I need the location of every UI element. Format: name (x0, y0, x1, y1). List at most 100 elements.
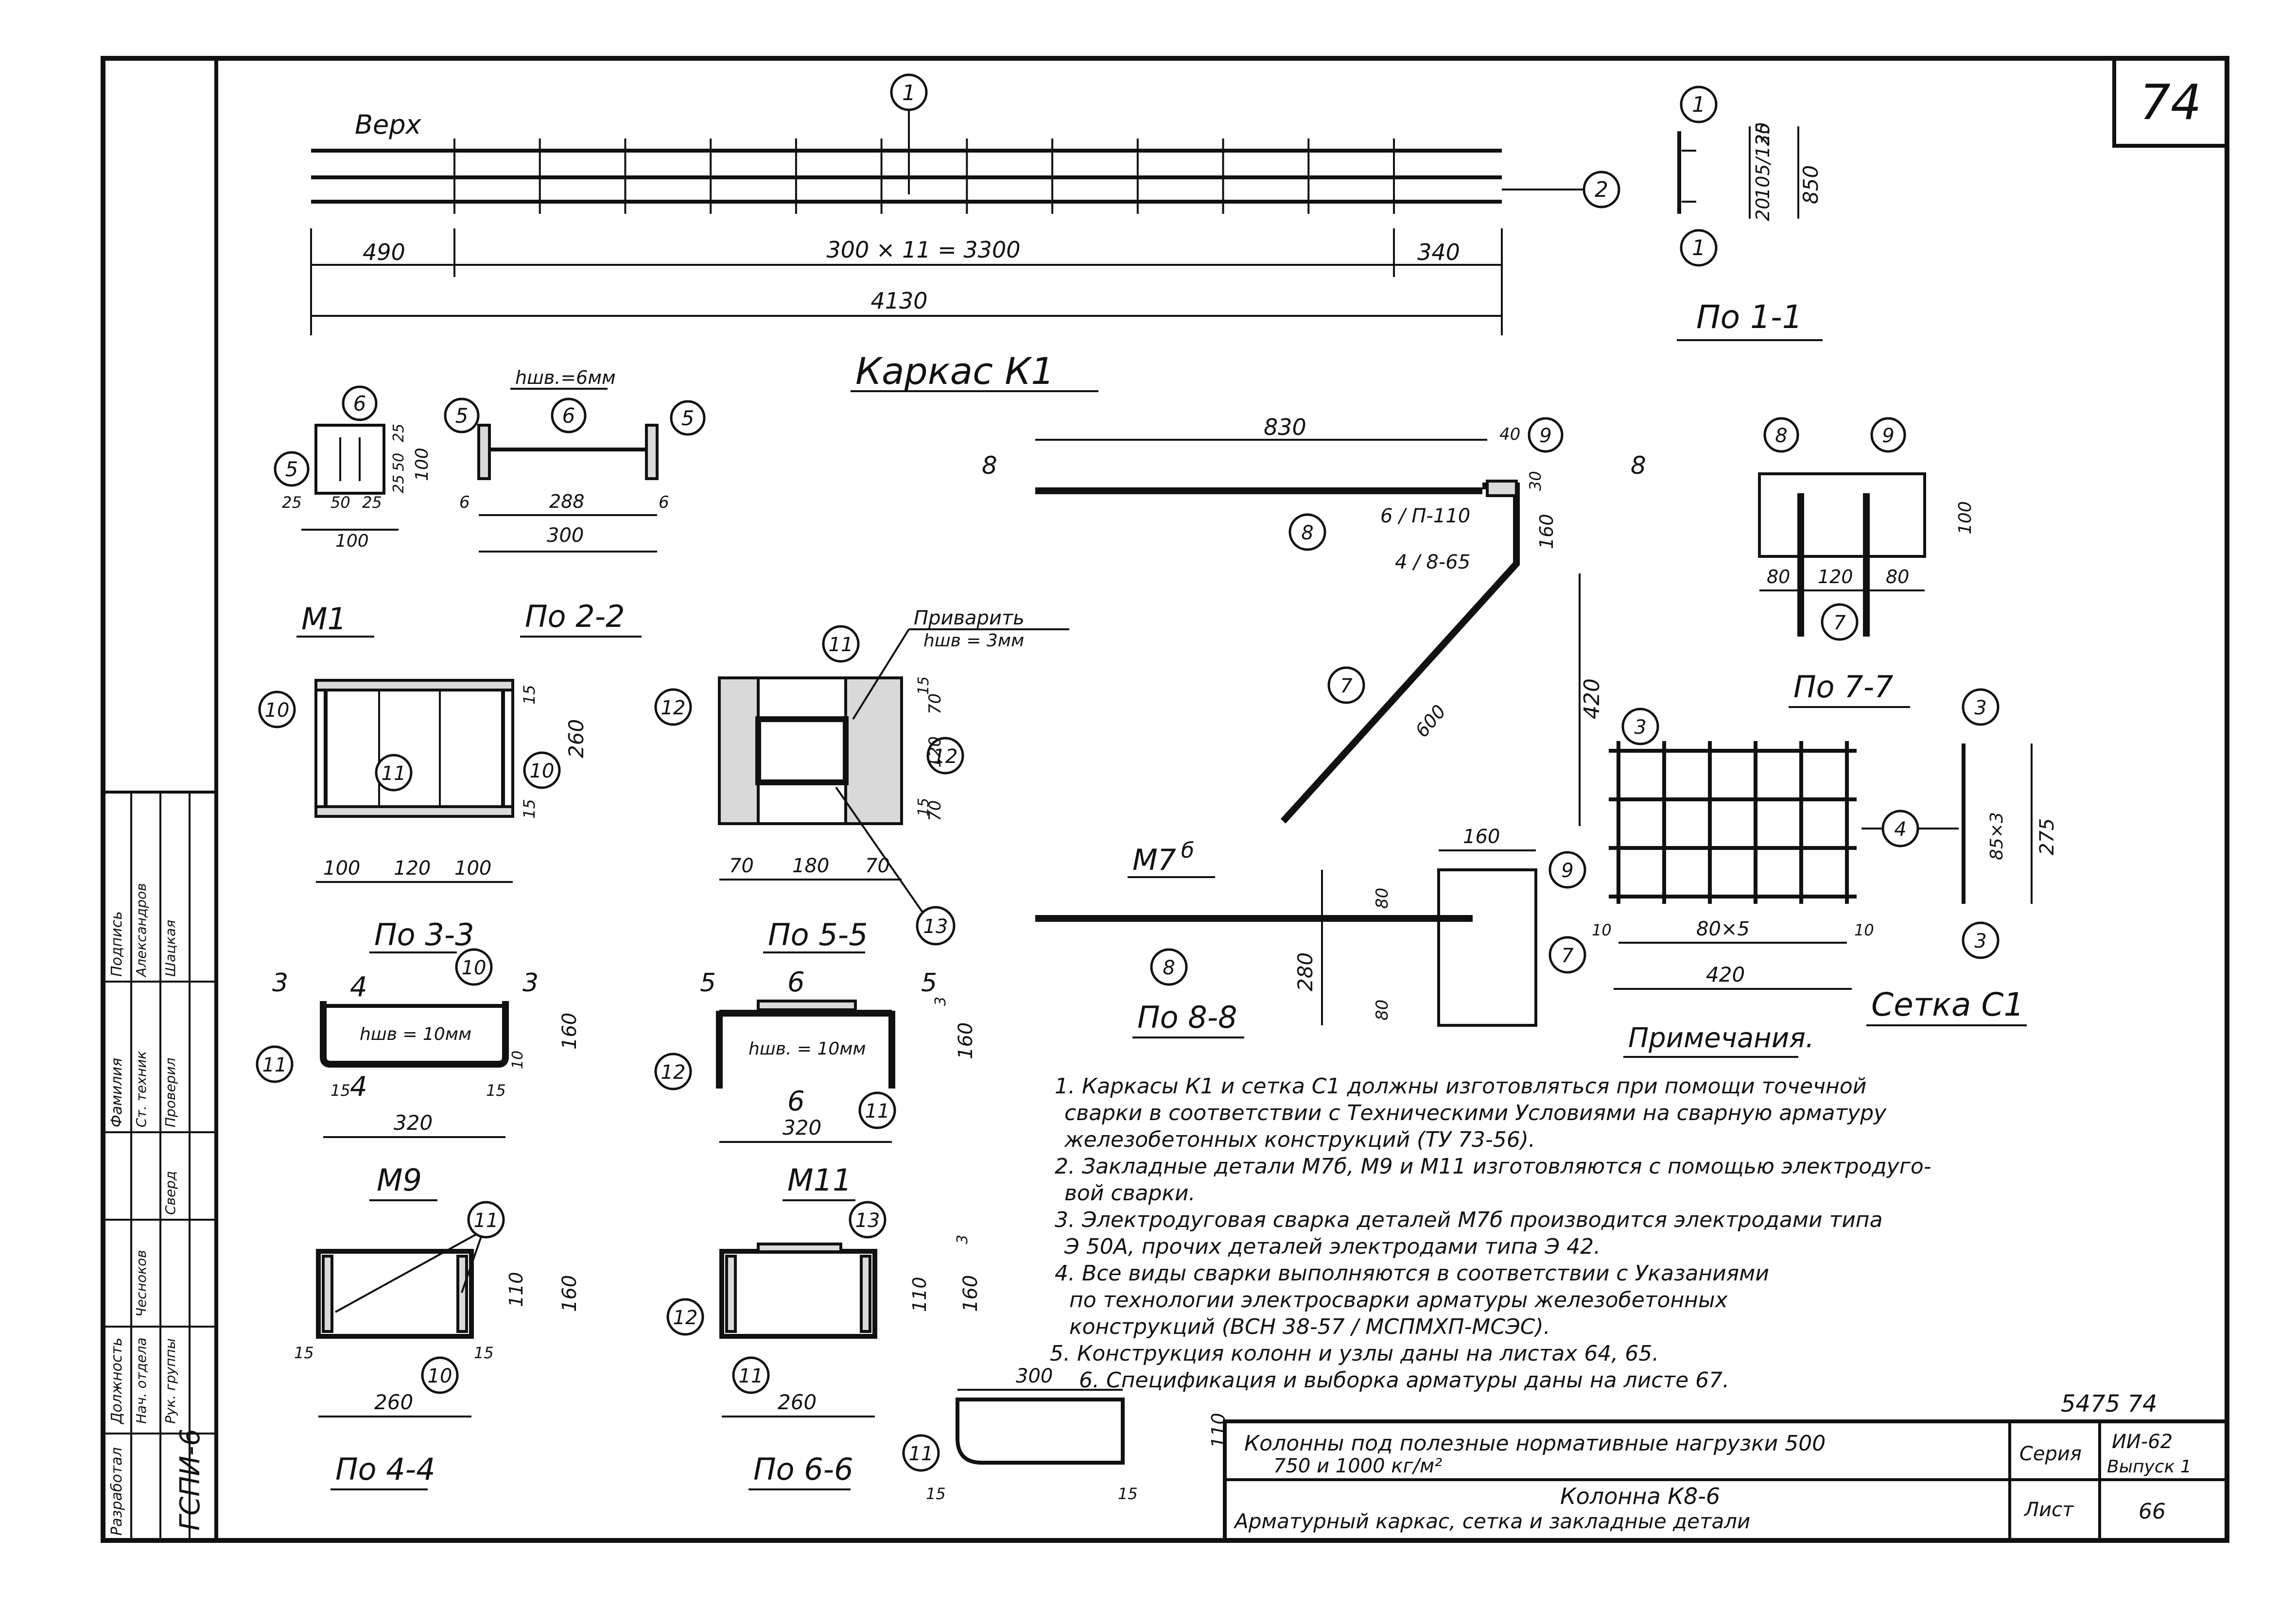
dim-105-135: 105/135 (1752, 122, 1774, 199)
dim-300b: 300 (1016, 1365, 1053, 1387)
note-line: сварки в соответствии с Техническими Усл… (1064, 1101, 1887, 1125)
dim-15e: 15 (330, 1081, 350, 1100)
karkas-k1-elevation: Верх 490 300 × 11 = 3300 340 4130 1 Карк… (310, 73, 1503, 393)
dim-260a: 260 (564, 719, 588, 758)
dim-300a: 300 (547, 524, 584, 547)
note-line: вой сварки. (1064, 1181, 1196, 1206)
dim-180: 180 (792, 855, 829, 877)
mark-12a: 12 (661, 697, 686, 719)
mark-5a: 5 (285, 457, 298, 481)
dim-25a: 25 (282, 493, 302, 512)
note-line: 4. Все виды сварки выполняются в соответ… (1055, 1261, 1769, 1286)
label-po-1-1: По 1-1 (1696, 298, 1803, 336)
dim-100e: 100 (1955, 501, 1975, 535)
label-po-3-3: По 3-3 (374, 917, 474, 952)
dim-600: 600 (1411, 701, 1450, 742)
dim-100c: 100 (323, 857, 360, 880)
detail-m7b: М7 б 160 9 7 8 80 280 80 По 8-8 (1035, 826, 1586, 1038)
dim-80d: 80 (1886, 566, 1909, 588)
dim-15a: 15 (520, 685, 539, 705)
dim-490: 490 (363, 239, 405, 265)
section-3-3: По 3-3 4 4 3 3 10 11 hшв = 10мм 15 15 32… (256, 917, 581, 1138)
label-6a: 6 (787, 967, 805, 998)
notes-heading: Примечания. (1628, 1022, 1814, 1054)
label-m11: М11 (787, 1162, 852, 1198)
dim-25d: 25 (390, 475, 407, 493)
dim-80b: 80 (1373, 1000, 1392, 1020)
stamp-org: ГСПИ-6 (174, 1429, 206, 1531)
dim-320b: 320 (783, 1116, 821, 1140)
dim-20b: 20 (1752, 198, 1774, 221)
note-line: 5. Конструкция колонн и узлы даны на лис… (1050, 1341, 1659, 1366)
note-line: 2. Закладные детали М7б, М9 и М11 изгото… (1055, 1154, 1931, 1179)
section-1-1: 2 1 1 20 105/135 20 850 По 1-1 (1502, 86, 1823, 341)
dim-85x3: 85×3 (1987, 812, 2007, 860)
mark-9b: 9 (1561, 860, 1573, 882)
sheet-number-box (2112, 56, 2229, 148)
label-m7b-sup: б (1181, 838, 1194, 863)
note-line: Э 50А, прочих деталей электродами типа Э… (1064, 1234, 1600, 1259)
stamp-r1c1: Александров (133, 883, 149, 978)
dim-420b: 420 (1706, 963, 1745, 986)
label-4a: 4 (350, 971, 367, 1003)
stamp-h3: Подпись (108, 911, 125, 977)
dim-80c: 80 (1767, 566, 1790, 588)
dim-50a: 50 (330, 493, 350, 512)
note-line: 3. Электродуговая сварка деталей М7б про… (1055, 1208, 1883, 1232)
mark-4: 4 (1894, 818, 1906, 841)
dim-275: 275 (2036, 818, 2058, 855)
note-line: конструкций (ВСН 38-57 / МСПМХП-МСЭС). (1069, 1314, 1550, 1339)
note-line: по технологии электросварки арматуры жел… (1069, 1288, 1728, 1313)
detail-m11-elevation: Приварить hшв = 3мм 11 12 12 70 180 70 7… (654, 607, 1069, 946)
mark-3a: 3 (1634, 716, 1646, 739)
tb-list-label: Лист (2023, 1499, 2074, 1521)
mark-12d: 12 (673, 1307, 698, 1329)
label-5a: 5 (700, 968, 716, 998)
dim-100a: 100 (335, 531, 369, 551)
mark-11c: 11 (262, 1054, 287, 1076)
mark-11f: 11 (739, 1365, 764, 1387)
dim-30: 30 (1526, 471, 1545, 491)
mark-6b: 6 (562, 404, 575, 428)
dim-15c: 15 (915, 676, 932, 695)
mark-1a: 1 (1692, 92, 1705, 117)
dim-160b: 160 (955, 1022, 977, 1059)
dim-70a: 70 (729, 855, 754, 877)
mark-13b: 13 (855, 1210, 880, 1232)
side-stamp: ГСПИ-6 Разработал Должность Фамилия Подп… (102, 791, 218, 1542)
mark-2: 2 (1595, 177, 1608, 202)
stamp-h1: Должность (108, 1337, 125, 1425)
mark-11e: 11 (474, 1210, 499, 1232)
dim-4130: 4130 (870, 288, 927, 314)
note-line: 6. Спецификация и выборка арматуры даны … (1079, 1368, 1729, 1393)
label-8-cut-a: 8 (982, 451, 997, 480)
label-po-8-8: По 8-8 (1137, 1000, 1237, 1035)
stamp-h2: Фамилия (108, 1058, 125, 1127)
mark-11b: 11 (829, 634, 853, 656)
dim-25c: 25 (390, 424, 407, 442)
mark-5b: 5 (455, 404, 469, 428)
dim-160d: 160 (959, 1275, 982, 1312)
detail-plate-11: 300 11 110 15 15 (902, 1365, 1229, 1503)
dim-120a: 120 (394, 857, 431, 880)
mark-10c: 10 (462, 957, 487, 979)
bent-bar-detail: 830 8 8 9 40 30 6 / П-110 4 / 8-65 8 160… (982, 414, 1646, 826)
dim-260b: 260 (374, 1390, 413, 1414)
sheet-number: 74 (2139, 74, 2201, 131)
tb-list-value: 66 (2139, 1499, 2166, 1524)
note-line: 1. Каркасы К1 и сетка С1 должны изготовл… (1055, 1074, 1866, 1099)
label-hshv-3: hшв = 3мм (923, 631, 1024, 651)
dim-40: 40 (1499, 425, 1520, 444)
dim-10c: 10 (1854, 921, 1874, 939)
tb-title-1: Колонны под полезные нормативные нагрузк… (1244, 1431, 1826, 1456)
dim-4-65: 4 / 8-65 (1395, 551, 1470, 573)
tb-vypusk: Выпуск 1 (2107, 1457, 2192, 1477)
label-4b: 4 (350, 1071, 367, 1103)
dim-830: 830 (1264, 414, 1306, 440)
mark-7c: 7 (1833, 612, 1846, 634)
dim-25b: 25 (362, 493, 382, 512)
label-5b: 5 (921, 968, 937, 998)
stamp-r1c0: Рук. группы (162, 1338, 178, 1424)
dim-120b: 120 (925, 736, 945, 768)
